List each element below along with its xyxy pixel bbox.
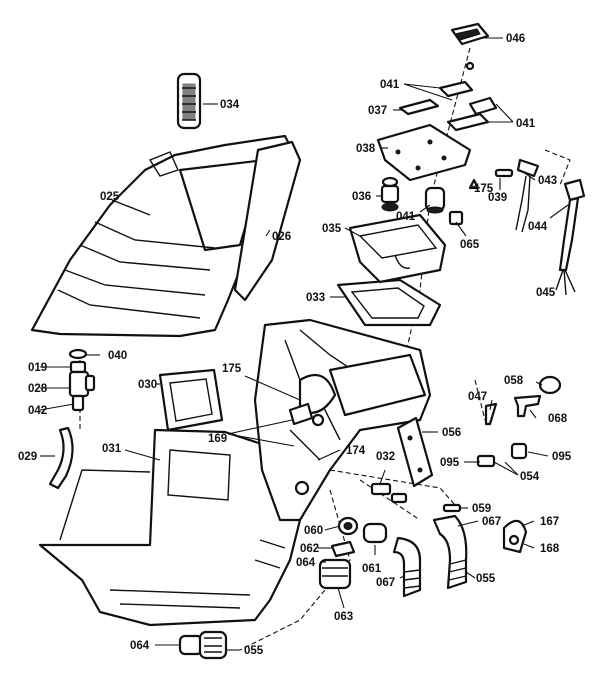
callout-035: 035 — [322, 223, 342, 235]
callout-030: 030 — [138, 379, 157, 391]
callout-095-left: 095 — [440, 457, 460, 469]
part-028-fuel-valve — [68, 348, 96, 412]
callout-062: 062 — [300, 543, 319, 555]
callout-060: 060 — [304, 525, 323, 537]
part-065-switch — [448, 210, 464, 226]
callout-045: 045 — [536, 287, 556, 299]
callout-041-right: 041 — [516, 118, 536, 130]
part-038-mount-plate — [376, 123, 472, 182]
part-035-air-box — [348, 213, 447, 284]
part-169-frame-bracket — [288, 402, 314, 426]
part-033-gasket — [336, 278, 442, 327]
callout-019: 019 — [28, 362, 47, 374]
part-068-fitting — [513, 394, 542, 418]
part-063-clamp — [318, 558, 352, 590]
callout-054: 054 — [520, 471, 540, 483]
part-043-cable — [515, 158, 540, 233]
part-062-coupling — [330, 540, 356, 558]
callout-167: 167 — [540, 516, 559, 528]
part-039-bolt — [494, 168, 514, 178]
callout-038: 038 — [356, 143, 376, 155]
part-025-fuel-tank — [30, 134, 302, 338]
callout-055-right: 055 — [476, 573, 496, 585]
part-167-clip — [502, 519, 528, 554]
part-030-gasket — [158, 368, 224, 432]
callout-058: 058 — [504, 375, 524, 387]
part-056-plate — [396, 416, 434, 488]
callout-064-bottom: 064 — [130, 640, 150, 652]
part-031-lower-fairing — [38, 428, 302, 627]
part-060-collar — [337, 516, 359, 536]
part-037-spacer — [398, 80, 498, 132]
callout-061: 061 — [362, 563, 382, 575]
part-047-pin — [484, 402, 498, 426]
callout-044: 044 — [528, 221, 548, 233]
part-041-bushing — [424, 186, 446, 214]
callout-043: 043 — [538, 175, 557, 187]
part-frame — [253, 318, 432, 522]
callout-095-right: 095 — [552, 451, 572, 463]
part-059-bolt — [442, 503, 462, 513]
part-061-sleeve — [362, 522, 388, 544]
callout-025: 025 — [100, 191, 120, 203]
part-044-cable-boot — [555, 178, 586, 296]
part-036-grommet — [380, 176, 400, 212]
callout-055-bottom: 055 — [244, 645, 264, 657]
callout-168: 168 — [540, 543, 560, 555]
callout-029: 029 — [18, 451, 37, 463]
callout-175-mid: 175 — [222, 363, 242, 375]
callout-047: 047 — [468, 391, 487, 403]
part-058-knob — [538, 375, 562, 395]
part-095-clamp — [476, 442, 528, 476]
callout-041-mid: 041 — [396, 211, 416, 223]
callout-068: 068 — [548, 413, 568, 425]
callout-169: 169 — [208, 433, 227, 445]
part-032-linkage — [370, 469, 408, 504]
part-029-fuel-hose — [48, 426, 74, 490]
callout-042: 042 — [28, 405, 47, 417]
part-034-grip — [176, 72, 202, 130]
part-067-hose — [392, 514, 468, 598]
callout-040: 040 — [108, 350, 127, 362]
callout-034: 034 — [220, 99, 240, 111]
callout-174: 174 — [346, 445, 366, 457]
callout-056: 056 — [442, 427, 461, 439]
callout-041-top: 041 — [380, 79, 400, 91]
callout-leaders — [39, 37, 569, 651]
callout-026: 026 — [272, 231, 291, 243]
callout-033: 033 — [306, 292, 325, 304]
callout-063: 063 — [334, 611, 353, 623]
callout-labels: 046 041 034 037 041 038 043 025 036 175 … — [18, 33, 572, 657]
callout-175-top: 175 — [474, 183, 494, 195]
callout-067-left: 067 — [376, 577, 395, 589]
callout-039: 039 — [488, 192, 507, 204]
callout-067-right: 067 — [482, 516, 501, 528]
callout-031: 031 — [102, 443, 122, 455]
callout-032: 032 — [376, 451, 395, 463]
part-064-clamp-lower — [178, 630, 228, 660]
callout-064-mid: 064 — [296, 557, 316, 569]
callout-028: 028 — [28, 383, 48, 395]
callout-065: 065 — [460, 239, 480, 251]
part-046-cap — [450, 22, 490, 71]
callout-036: 036 — [352, 191, 371, 203]
callout-037: 037 — [368, 105, 387, 117]
callout-059: 059 — [472, 503, 491, 515]
callout-046: 046 — [506, 33, 525, 45]
